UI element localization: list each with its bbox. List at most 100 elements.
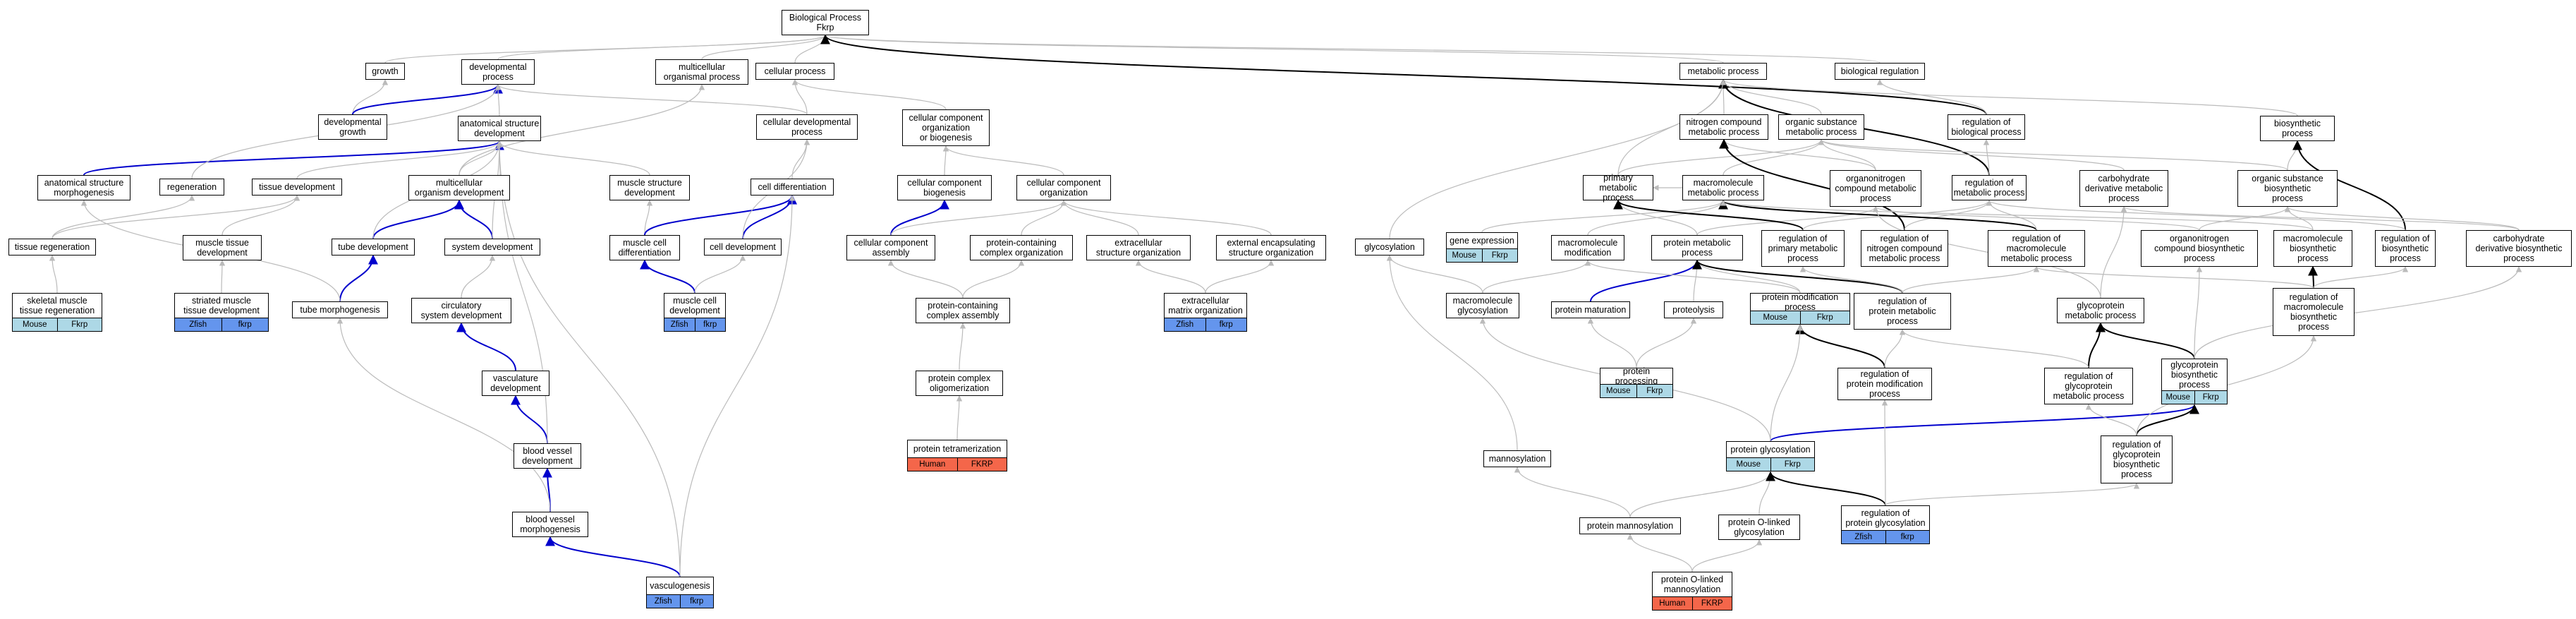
node-protproc[interactable]: protein processing (1600, 366, 1673, 386)
node-tubedev[interactable]: tube development (332, 239, 415, 256)
node-celldiff[interactable]: cell differentiation (751, 179, 834, 196)
edge-msd-to-asd (496, 140, 650, 176)
node-glycosyl[interactable]: glycosylation (1355, 239, 1424, 256)
node-celldev[interactable]: cell development (704, 239, 782, 256)
node-label-line: primary metabolic (1599, 173, 1637, 193)
node-sysdev[interactable]: system development (444, 239, 540, 256)
node-cellproc[interactable]: cellular process (755, 63, 834, 80)
node-label-line: protein modification (1761, 292, 1839, 302)
node-regen[interactable]: regeneration (159, 179, 224, 196)
node-tissueregen[interactable]: tissue regeneration (8, 239, 96, 256)
node-proteol[interactable]: proteolysis (1664, 301, 1723, 318)
node-growth[interactable]: growth (365, 63, 405, 80)
node-protglyc[interactable]: protein glycosylation (1726, 441, 1815, 458)
node-tubemorph[interactable]: tube morphogenesis (292, 301, 388, 318)
node-protmann[interactable]: protein mannosylation (1579, 517, 1681, 534)
node-pt[interactable]: protein tetramerization (907, 440, 1007, 458)
node-tissuedev[interactable]: tissue development (252, 179, 342, 196)
node-mannosyl[interactable]: mannosylation (1483, 450, 1551, 467)
node-vasculo[interactable]: vasculogenesis (646, 577, 714, 595)
node-bioreg[interactable]: biological regulation (1835, 63, 1925, 80)
node-geneexp[interactable]: gene expression (1446, 232, 1518, 249)
node-metproc[interactable]: metabolic process (1679, 63, 1767, 80)
node-protmat[interactable]: protein maturation (1551, 301, 1630, 318)
